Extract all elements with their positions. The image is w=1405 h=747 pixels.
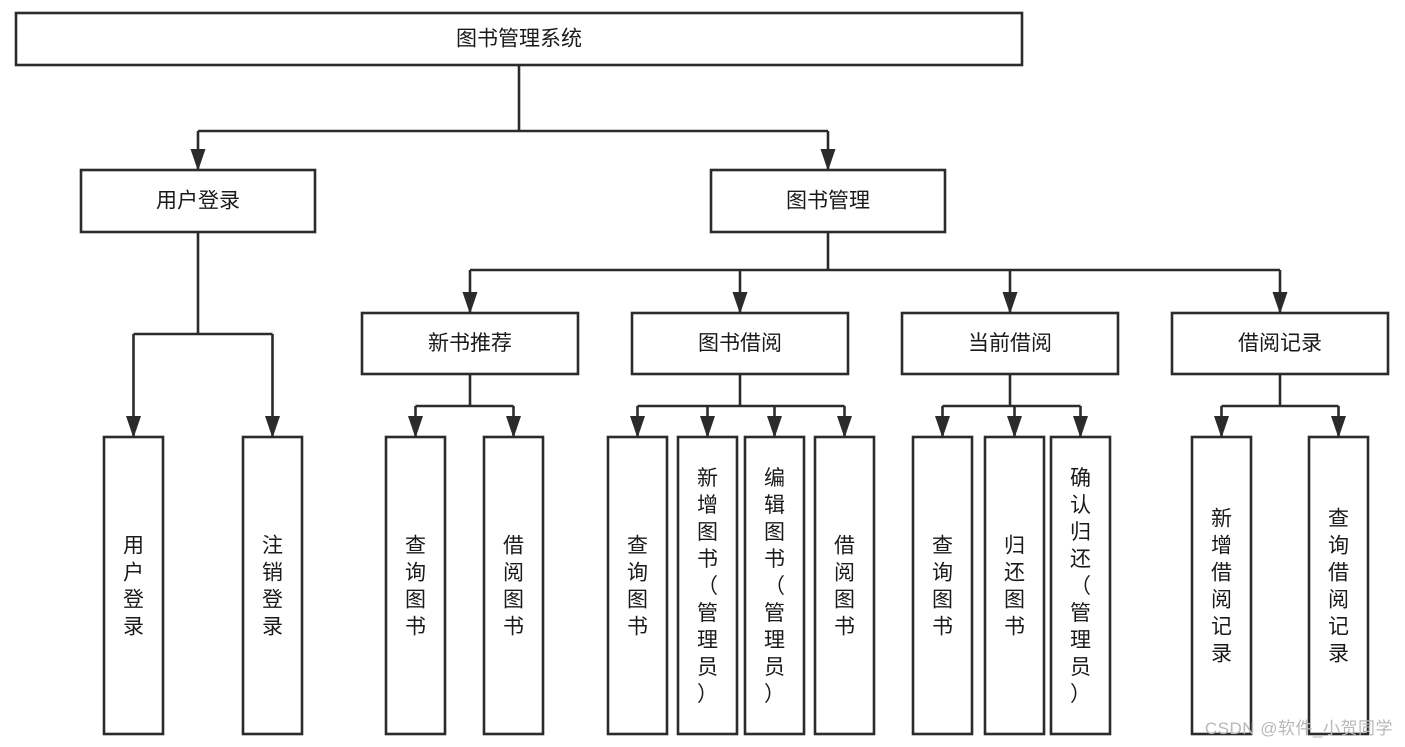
node-box-query-book-1 (384, 435, 447, 736)
node-borrow-record[interactable]: 借阅记录 (1170, 311, 1390, 376)
node-label-add-book-admin: 新增图书（管理员） (697, 467, 718, 706)
node-label-borrow-record: 借阅记录 (1238, 332, 1322, 355)
node-label-book-manage: 图书管理 (786, 190, 870, 213)
node-label-current-borrow: 当前借阅 (968, 332, 1052, 355)
node-root[interactable]: 图书管理系统 (14, 11, 1024, 67)
node-box-query-book-2 (606, 435, 669, 736)
node-query-borrow-record[interactable]: 查询借阅记录 (1307, 435, 1370, 736)
node-box-current-borrow (900, 311, 1120, 376)
node-borrow-book-1[interactable]: 借阅图书 (482, 435, 545, 736)
node-box-user-logout (241, 435, 304, 736)
node-confirm-return-admin[interactable]: 确认归还（管理员） (1049, 435, 1112, 736)
node-label-return-book: 归还图书 (1004, 535, 1025, 639)
node-query-book-1[interactable]: 查询图书 (384, 435, 447, 736)
node-box-user-login-do (102, 435, 165, 736)
node-label-root: 图书管理系统 (456, 28, 582, 51)
node-label-book-borrow: 图书借阅 (698, 332, 782, 355)
node-label-borrow-book-1: 借阅图书 (503, 535, 524, 639)
csdn-watermark: CSDN @软件_小贺同学 (1204, 719, 1393, 738)
node-edit-book-admin[interactable]: 编辑图书（管理员） (743, 435, 806, 736)
node-layer: 图书管理系统用户登录图书管理用户登录注销登录新书推荐查询图书借阅图书图书借阅查询… (14, 11, 1390, 736)
node-label-new-book-rec: 新书推荐 (428, 332, 512, 355)
node-label-borrow-book-2: 借阅图书 (834, 535, 855, 639)
node-box-book-borrow (630, 311, 850, 376)
node-user-login-do[interactable]: 用户登录 (102, 435, 165, 736)
node-box-user-login (79, 168, 317, 234)
node-add-book-admin[interactable]: 新增图书（管理员） (676, 435, 739, 736)
node-return-book[interactable]: 归还图书 (983, 435, 1046, 736)
node-box-confirm-return-admin (1049, 435, 1112, 736)
node-new-book-rec[interactable]: 新书推荐 (360, 311, 580, 376)
node-box-query-borrow-record (1307, 435, 1370, 736)
node-query-book-3[interactable]: 查询图书 (911, 435, 974, 736)
node-box-new-book-rec (360, 311, 580, 376)
node-query-book-2[interactable]: 查询图书 (606, 435, 669, 736)
node-box-borrow-book-2 (813, 435, 876, 736)
node-box-book-manage (709, 168, 947, 234)
node-current-borrow[interactable]: 当前借阅 (900, 311, 1120, 376)
node-label-query-book-2: 查询图书 (627, 535, 648, 639)
node-label-add-borrow-record: 新增借阅记录 (1211, 508, 1232, 666)
node-label-edit-book-admin: 编辑图书（管理员） (764, 467, 785, 706)
node-label-query-borrow-record: 查询借阅记录 (1328, 508, 1349, 666)
node-box-add-book-admin (676, 435, 739, 736)
node-book-borrow[interactable]: 图书借阅 (630, 311, 850, 376)
connector-layer (126, 65, 1346, 438)
node-box-borrow-book-1 (482, 435, 545, 736)
node-box-add-borrow-record (1190, 435, 1253, 736)
node-borrow-book-2[interactable]: 借阅图书 (813, 435, 876, 736)
node-box-query-book-3 (911, 435, 974, 736)
node-label-query-book-1: 查询图书 (405, 535, 426, 639)
node-user-logout[interactable]: 注销登录 (241, 435, 304, 736)
node-add-borrow-record[interactable]: 新增借阅记录 (1190, 435, 1253, 736)
node-box-borrow-record (1170, 311, 1390, 376)
node-box-edit-book-admin (743, 435, 806, 736)
node-user-login[interactable]: 用户登录 (79, 168, 317, 234)
node-label-user-login: 用户登录 (156, 190, 240, 213)
node-box-root (14, 11, 1024, 67)
node-box-return-book (983, 435, 1046, 736)
node-label-confirm-return-admin: 确认归还（管理员） (1070, 467, 1091, 706)
node-label-user-logout: 注销登录 (262, 535, 283, 639)
node-book-manage[interactable]: 图书管理 (709, 168, 947, 234)
node-label-user-login-do: 用户登录 (123, 535, 144, 639)
node-label-query-book-3: 查询图书 (932, 535, 953, 639)
